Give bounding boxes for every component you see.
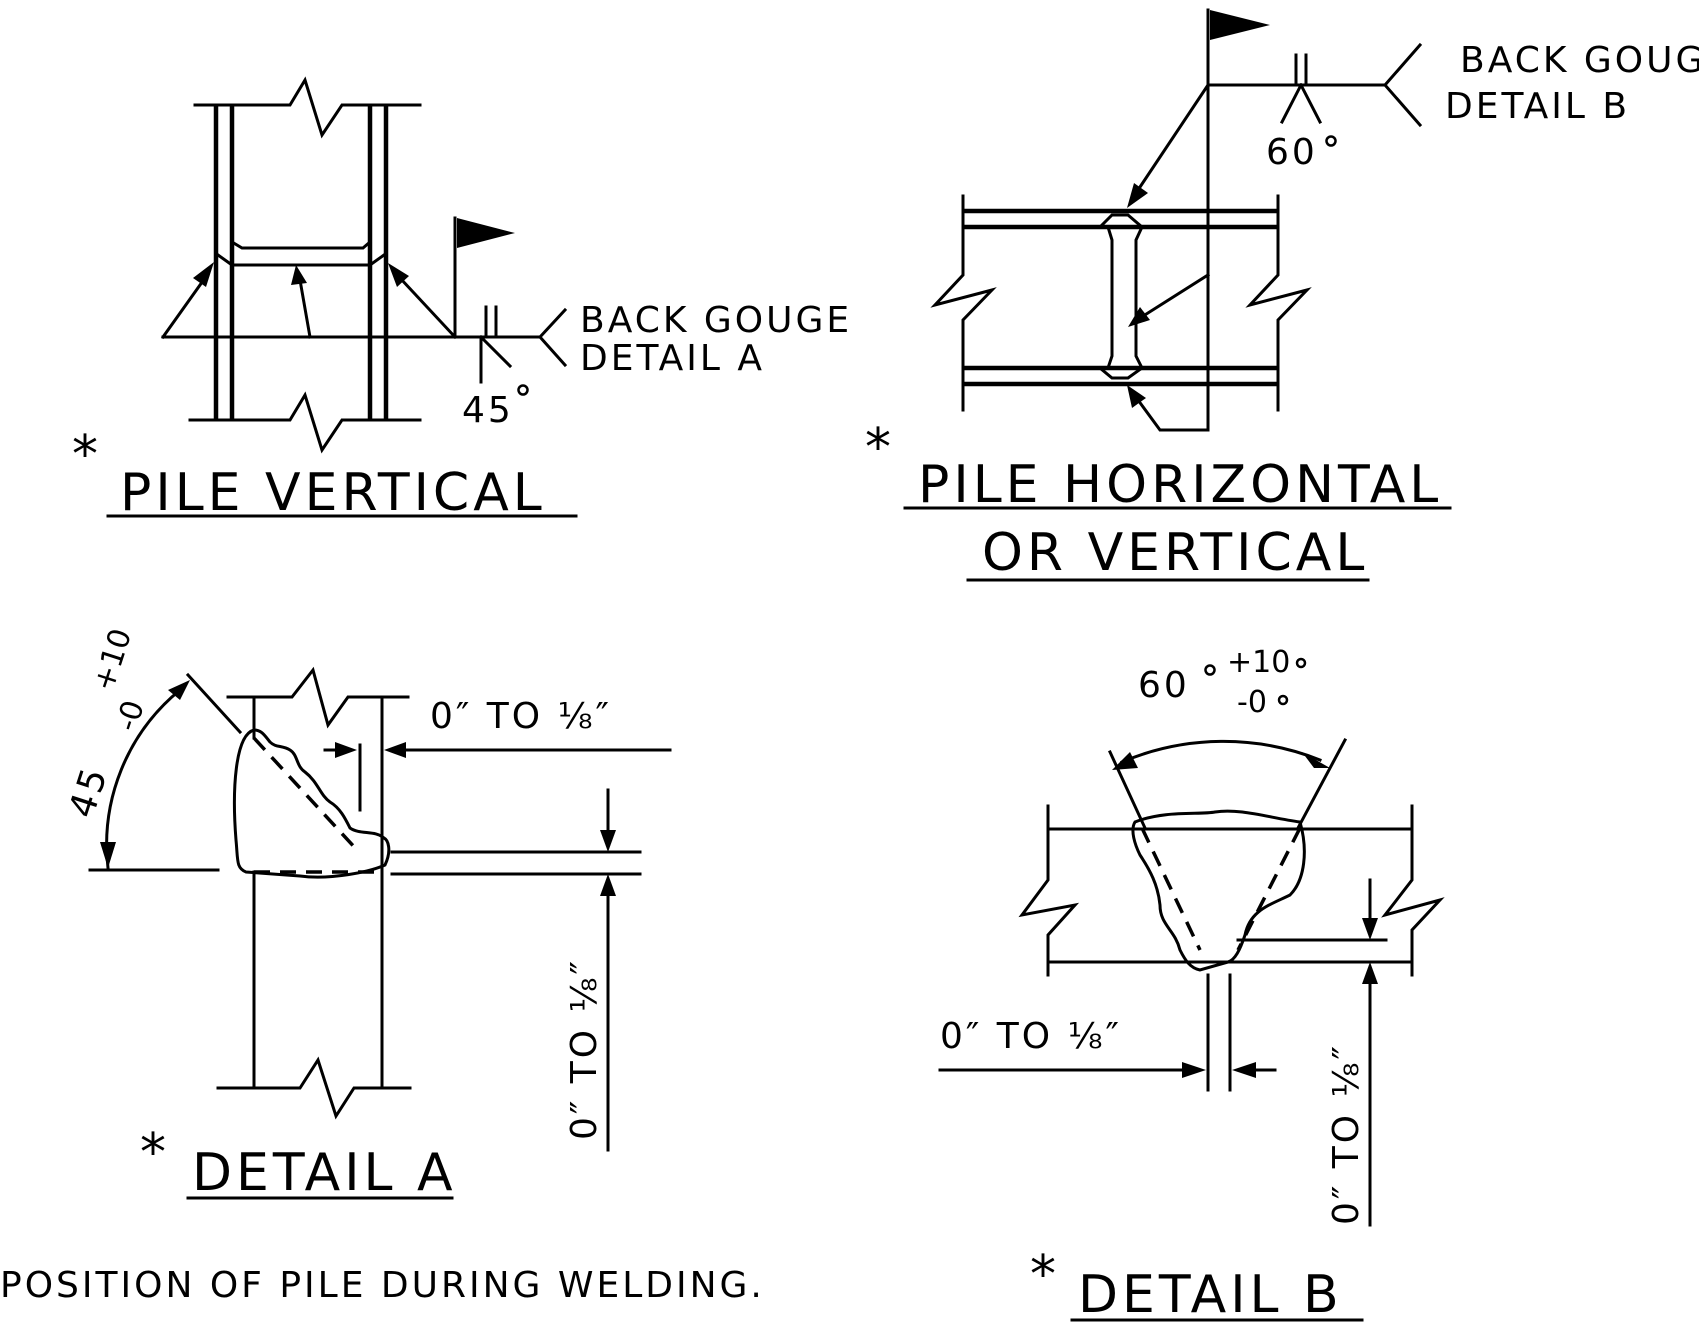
detail-b-root-label: 0″ TO ⅛″	[1326, 1043, 1367, 1225]
detail-a-tol-minus: -0	[109, 696, 152, 735]
detail-b-title: DETAIL B	[1078, 1265, 1343, 1324]
callout-line2: DETAIL B	[1445, 86, 1630, 127]
detail-b-view: 60 +10 -0 0″ TO ⅛″ 0″ TO ⅛″ * DETAIL B	[938, 645, 1445, 1324]
pile-horizontal-title-line2: OR VERTICAL	[982, 523, 1368, 583]
pile-vertical-title: PILE VERTICAL	[120, 463, 546, 523]
detail-b-tol-plus: +10	[1227, 645, 1290, 680]
detail-a-tol-plus: +10	[86, 624, 139, 695]
pile-vertical-view: BACK GOUGE DETAIL A 45 * PILE VERTICAL	[72, 76, 852, 523]
callout-line1: BACK GOUGE	[1460, 40, 1699, 81]
pile-horizontal-title-line1: PILE HORIZONTAL	[918, 455, 1442, 515]
callout-line1: BACK GOUGE	[580, 300, 852, 341]
footnote: POSITION OF PILE DURING WELDING.	[0, 1265, 765, 1306]
detail-b-gap-label: 0″ TO ⅛″	[940, 1016, 1122, 1057]
pile-horizontal-view: BACK GOUGE DETAIL B 60 * PILE HORIZONTAL…	[865, 8, 1699, 583]
detail-b-tol-minus: -0	[1237, 685, 1267, 720]
detail-a-root-label: 0″ TO ⅛″	[564, 958, 605, 1140]
detail-a-view: 45 +10 -0 0″ TO ⅛″ 0″ TO ⅛″ * DETAIL A	[62, 624, 672, 1203]
callout-line2: DETAIL A	[580, 338, 765, 379]
asterisk: *	[72, 425, 102, 485]
detail-a-gap-label: 0″ TO ⅛″	[430, 696, 612, 737]
detail-b-angle: 60	[1138, 665, 1190, 706]
asterisk: *	[1030, 1245, 1060, 1305]
angle-label: 45	[462, 390, 514, 431]
asterisk: *	[140, 1123, 170, 1183]
angle-label: 60	[1266, 132, 1318, 173]
detail-a-title: DETAIL A	[192, 1143, 457, 1203]
asterisk: *	[865, 418, 895, 478]
